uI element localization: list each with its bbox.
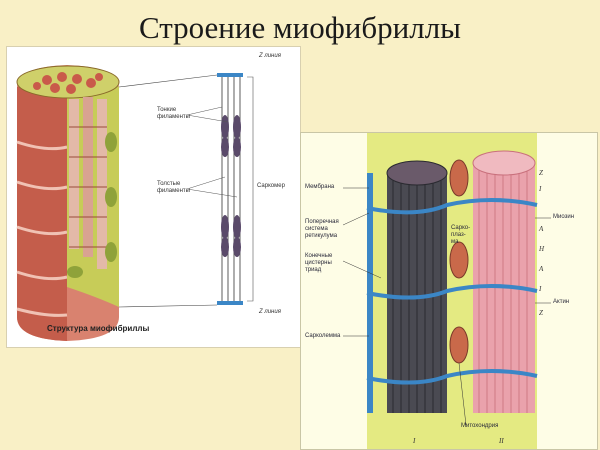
myofibril-structure-illustration <box>16 65 254 341</box>
myofibril-detail-panel: Мембрана Поперечная система ретикулума К… <box>300 132 598 450</box>
terminal-cisternae-label: Конечные цистерны триад <box>305 253 333 273</box>
thick-filaments-label: Толстые филаменты <box>157 181 190 194</box>
z-line-bottom-label: Z линия <box>259 309 281 315</box>
filament-schematic <box>186 73 254 305</box>
thick-filament-cluster-bottom <box>221 215 241 257</box>
sarcomere-bracket <box>247 76 254 302</box>
zoom-line-top <box>118 74 218 88</box>
cylinder-stripes <box>16 140 68 317</box>
membrane-label: Мембрана <box>305 184 335 190</box>
t-system-label: Поперечная система ретикулума <box>305 219 339 239</box>
cylinder-top-face <box>16 65 120 99</box>
myofibril-cross-sections <box>33 72 103 94</box>
slide-title: Строение миофибриллы <box>138 10 462 45</box>
myofibril-pink-top <box>472 150 536 176</box>
sarcomere-label: Саркомер <box>257 183 285 189</box>
sarcolemma-label: Сарколемма <box>305 333 341 339</box>
band-a-label: А <box>539 225 544 233</box>
structure-caption: Структура миофибриллы <box>47 324 150 333</box>
label-pointers <box>342 187 551 426</box>
myofibril-striations <box>69 126 107 248</box>
myofibril-structure-panel: Z линия Z линия Тонкие филаменты Толстые… <box>6 46 301 348</box>
band-z-label: Z <box>539 169 543 177</box>
mitochondria <box>449 159 469 364</box>
z-line-top <box>217 73 243 77</box>
roman-one-label: I <box>413 437 416 445</box>
myofibril-detail-illustration <box>342 133 551 449</box>
transverse-tubules <box>366 198 538 385</box>
sarcoplasmic-reticulum <box>67 132 117 278</box>
myosin-label: Миозин <box>553 214 575 220</box>
zoom-line-bottom <box>118 304 218 308</box>
sarcoplasm-label: Сарко- плаз- ма <box>451 225 471 245</box>
band-i-label: I <box>539 185 542 193</box>
z-line-bottom <box>217 301 243 305</box>
band-h-label: Н <box>539 245 545 253</box>
mitochondria-label: Митохондрия <box>461 423 499 429</box>
band-z2-label: Z <box>539 309 543 317</box>
band-a2-label: А <box>539 265 544 273</box>
cylinder-shade <box>17 87 67 341</box>
band-i2-label: I <box>539 285 542 293</box>
thin-filaments-label: Тонкие филаменты <box>157 107 190 120</box>
myofibril-columns <box>69 97 107 269</box>
myofibril-dark-top <box>386 160 448 186</box>
roman-two-label: II <box>499 437 504 445</box>
actin-label: Актин <box>553 299 570 305</box>
z-line-top-label: Z линия <box>259 53 281 59</box>
